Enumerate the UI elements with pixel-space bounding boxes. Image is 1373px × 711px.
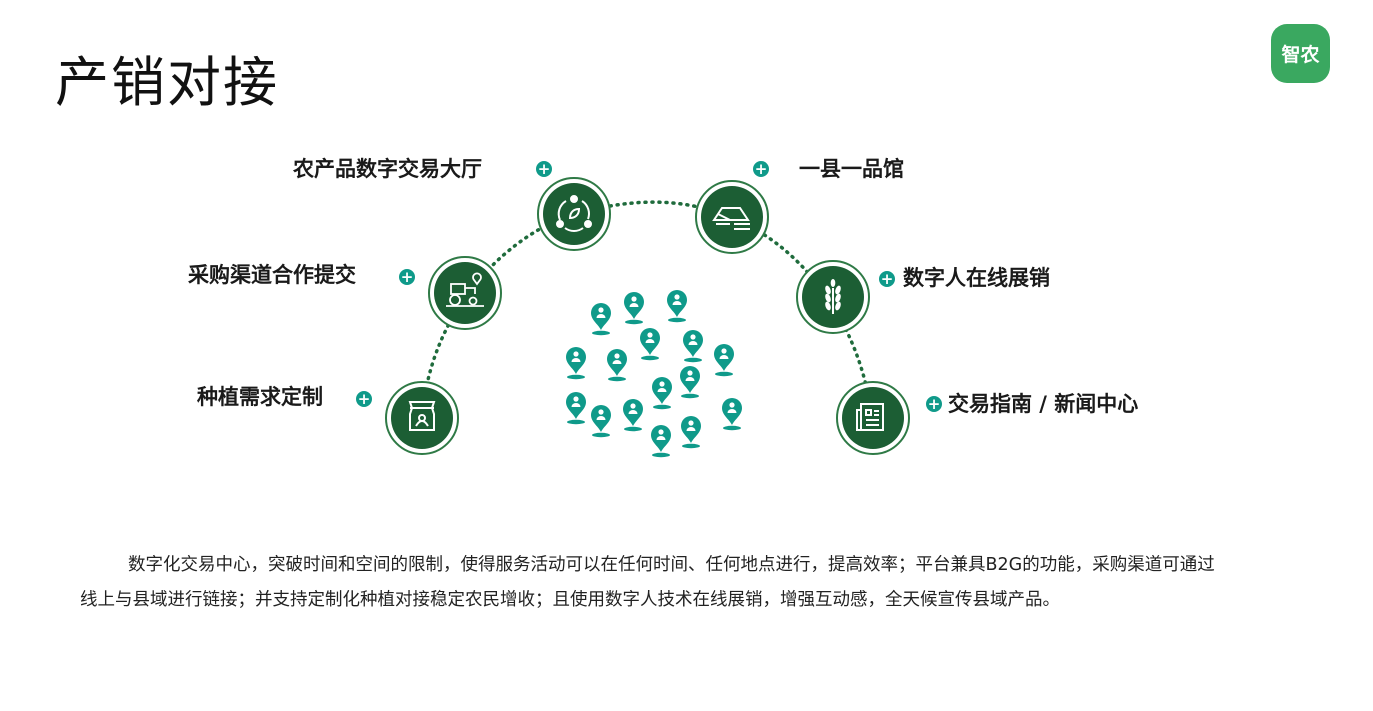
plus-icon[interactable]: + [536, 160, 552, 178]
location-pin-icon [651, 425, 671, 458]
flow-diagram [385, 177, 910, 458]
location-pin-icon [607, 349, 627, 382]
location-pin-icon [566, 392, 586, 425]
node-procurement[interactable] [428, 256, 502, 330]
node-label-planting-custom: 种植需求定制 [197, 385, 323, 409]
location-pin-icon [683, 330, 703, 363]
node-label-digital-hall: 农产品数字交易大厅 [293, 157, 482, 181]
plus-icon[interactable]: + [399, 268, 415, 286]
location-pin-icon [722, 398, 742, 431]
location-pin-icon [652, 377, 672, 410]
node-label-county-shop: 一县一品馆 [799, 157, 904, 181]
location-pin-icon [714, 344, 734, 377]
node-digital-human[interactable] [796, 260, 870, 334]
plus-icon[interactable]: + [356, 390, 372, 408]
location-pin-icon [640, 328, 660, 361]
node-planting-custom[interactable] [385, 381, 459, 455]
plus-icon[interactable]: + [753, 160, 769, 178]
location-pin-icon [681, 416, 701, 449]
node-label-news-center: 交易指南 / 新闻中心 [948, 392, 1139, 416]
plus-icon[interactable]: + [926, 395, 942, 413]
news-icon [856, 403, 884, 431]
node-label-digital-human: 数字人在线展销 [903, 266, 1050, 290]
location-pin-icon [623, 399, 643, 432]
node-digital-hall[interactable] [537, 177, 611, 251]
page-title: 产销对接 [55, 51, 279, 114]
description-paragraph: 数字化交易中心，突破时间和空间的限制，使得服务活动可以在任何时间、任何地点进行，… [80, 555, 1215, 610]
location-pin-icon [624, 292, 644, 325]
cycle-icon [556, 195, 592, 232]
plus-icon[interactable]: + [879, 270, 895, 288]
location-pin-icon [667, 290, 687, 323]
tractor-icon [446, 272, 484, 307]
location-pin-icon [566, 347, 586, 380]
wheat-icon [825, 279, 841, 314]
seed-bag-icon [408, 401, 436, 431]
location-pin-icon [591, 303, 611, 336]
location-pin-icon [680, 366, 700, 399]
node-label-procurement: 采购渠道合作提交 [188, 263, 356, 287]
brand-logo: 智农 [1271, 24, 1330, 83]
location-pin-icon [591, 405, 611, 438]
node-county-shop[interactable] [695, 180, 769, 254]
location-pin-cluster [566, 290, 742, 458]
node-news-center[interactable] [836, 381, 910, 455]
shop-icon [712, 207, 750, 230]
